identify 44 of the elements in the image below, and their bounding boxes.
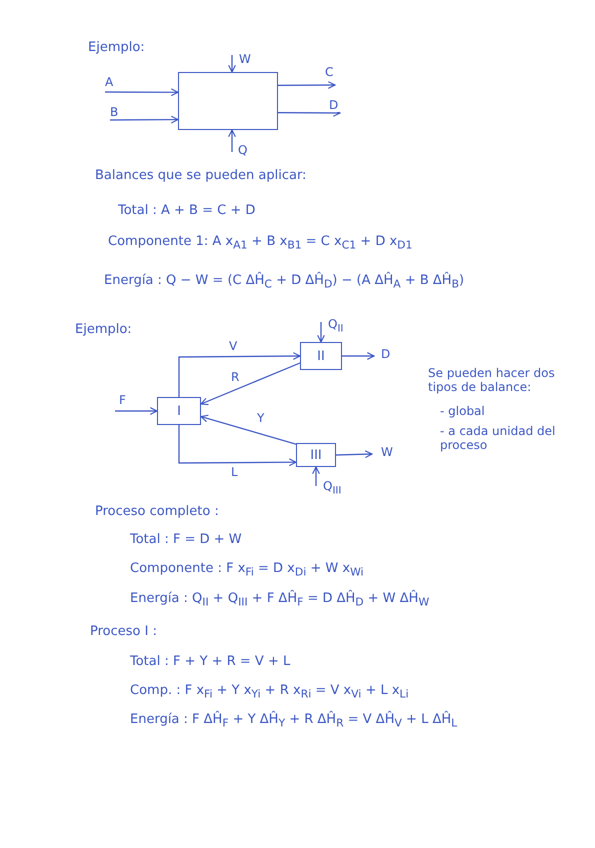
unit-label: III: [310, 448, 322, 462]
side-note: - global: [440, 404, 485, 418]
arrow: [200, 414, 296, 445]
process-box: [296, 443, 336, 467]
example-heading: Ejemplo:: [88, 40, 145, 56]
arrow: [336, 450, 373, 458]
edge-label: C: [324, 66, 334, 80]
arrow: [105, 88, 179, 96]
arrow: [200, 362, 300, 406]
equation: Total : A + B = C + D: [118, 203, 256, 219]
arrow: [228, 55, 236, 73]
arrow: [228, 129, 236, 152]
arrow: [178, 352, 301, 397]
arrow: [342, 352, 375, 360]
equation: Comp. : F x$_{Fi}$ + Y x$_{Yi}$ + R x$_{Ri}$ = V x$_{Vi}$ + L x$_{Li}$: [130, 683, 409, 701]
edge-label: Q$_{III}$: [322, 480, 342, 496]
section-heading: Proceso completo :: [95, 504, 219, 520]
equation: Energía : F ΔĤ$_{F}$ + Y ΔĤ$_{Y}$ + R ΔĤ$_{R}$ = V ΔĤ$_{V}$ + L ΔĤ$_{L}$: [130, 712, 458, 730]
equation: Energía : Q$_{II}$ + Q$_{III}$ + F ΔĤ$_{F}$ = D ΔĤ$_{D}$ + W ΔĤ$_{W}$: [130, 591, 430, 609]
example-heading: Ejemplo:: [75, 322, 132, 338]
process-box: [300, 342, 342, 370]
unit-label: I: [177, 404, 181, 418]
edge-label: Q$_{II}$: [327, 318, 344, 334]
edge-label: D: [328, 99, 340, 112]
side-note: - a cada unidad del proceso: [440, 424, 556, 453]
edge-label: Q: [237, 144, 248, 158]
arrow: [278, 109, 341, 117]
arrow: [317, 322, 325, 343]
arrow: [115, 407, 158, 415]
arrow: [312, 466, 320, 486]
equation: Componente : F x$_{Fi}$ = D x$_{Di}$ + W x$_{Wi}$: [130, 561, 364, 579]
equation: Energía : Q − W = (C ΔĤ$_{C}$ + D ΔĤ$_{D}$) − (A ΔĤ$_{A}$ + B ΔĤ$_{B}$): [104, 273, 464, 291]
unit-label: II: [317, 348, 325, 364]
equation: Total : F = D + W: [130, 532, 242, 548]
equation: Total : F + Y + R = V + L: [130, 654, 290, 670]
process-box: [178, 72, 278, 130]
section-heading: Proceso I :: [90, 624, 157, 640]
arrow: [110, 116, 179, 124]
arrow: [178, 425, 297, 466]
process-box: [157, 397, 201, 425]
side-note: Se pueden hacer dos tipos de balance:: [428, 366, 556, 395]
equation: Componente 1: A x$_{A1}$ + B x$_{B1}$ = C x$_{C1}$ + D x$_{D1}$: [108, 234, 412, 252]
arrow: [278, 81, 336, 89]
section-heading: Balances que se pueden aplicar:: [95, 168, 306, 184]
